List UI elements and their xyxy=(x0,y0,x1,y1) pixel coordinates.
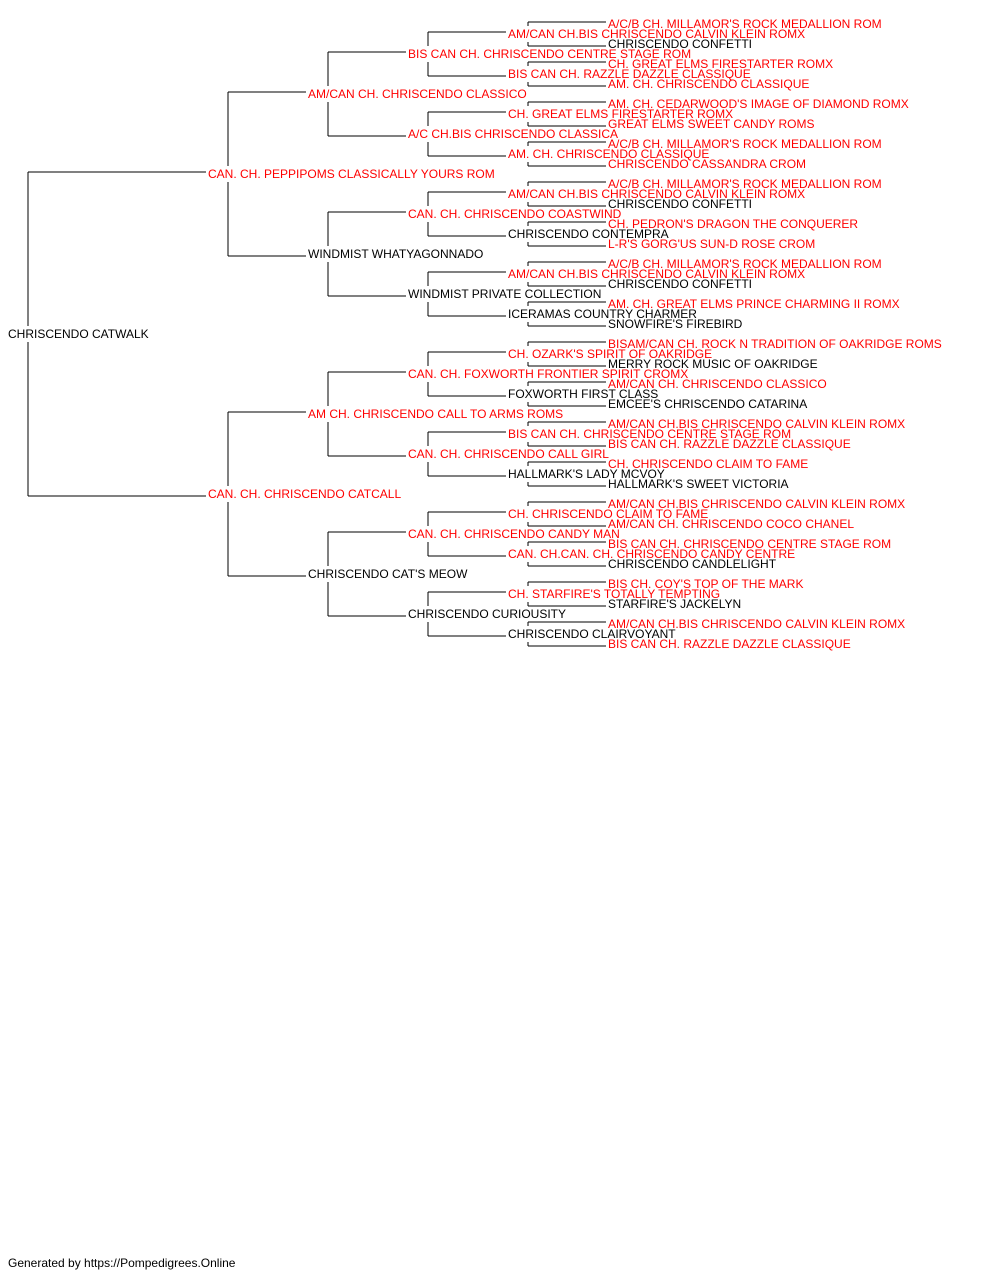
dog-name: CAN. CH. FOXWORTH FRONTIER SPIRIT CROMX xyxy=(408,367,688,381)
dog-name: AM. CH. CHRISCENDO CLASSIQUE xyxy=(508,147,709,161)
dog-name: L-R'S GORG'US SUN-D ROSE CROM xyxy=(608,237,815,251)
dog-name: A/C/B CH. MILLAMOR'S ROCK MEDALLION ROM xyxy=(608,257,882,271)
dog-name: HALLMARK'S LADY MCVOY xyxy=(508,467,665,481)
dog-name: CAN. CH.CAN. CH. CHRISCENDO CANDY CENTRE xyxy=(508,547,795,561)
dog-name: CHRISCENDO CATWALK xyxy=(8,327,149,341)
dog-name: MERRY ROCK MUSIC OF OAKRIDGE xyxy=(608,357,818,371)
dog-name: AM. CH. GREAT ELMS PRINCE CHARMING II RO… xyxy=(608,297,900,311)
dog-name: AM. CH. CEDARWOOD'S IMAGE OF DIAMOND ROM… xyxy=(608,97,909,111)
dog-name: CAN. CH. CHRISCENDO CATCALL xyxy=(208,487,401,501)
dog-name: BIS CH. COY'S TOP OF THE MARK xyxy=(608,577,803,591)
dog-name: CHRISCENDO CLAIRVOYANT xyxy=(508,627,676,641)
dog-name: CH. CHRISCENDO CLAIM TO FAME xyxy=(508,507,708,521)
footer-credit: Generated by https://Pompedigrees.Online xyxy=(8,1256,236,1270)
dog-name: CHRISCENDO CONFETTI xyxy=(608,37,752,51)
dog-name: AM CH. CHRISCENDO CALL TO ARMS ROMS xyxy=(308,407,563,421)
dog-name: BIS CAN CH. RAZZLE DAZZLE CLASSIQUE xyxy=(608,637,851,651)
dog-name: WINDMIST PRIVATE COLLECTION xyxy=(408,287,601,301)
dog-name: CAN. CH. CHRISCENDO CALL GIRL xyxy=(408,447,609,461)
dog-name: CHRISCENDO CURIOUSITY xyxy=(408,607,566,621)
dog-name: AM/CAN CH.BIS CHRISCENDO CALVIN KLEIN RO… xyxy=(508,267,805,281)
dog-name: AM/CAN CH.BIS CHRISCENDO CALVIN KLEIN RO… xyxy=(508,187,805,201)
dog-name: EMCEE'S CHRISCENDO CATARINA xyxy=(608,397,807,411)
dog-name: CHRISCENDO CONTEMPRA xyxy=(508,227,669,241)
dog-name: CAN. CH. PEPPIPOMS CLASSICALLY YOURS ROM xyxy=(208,167,495,181)
dog-name: AM. CH. CHRISCENDO CLASSIQUE xyxy=(608,77,809,91)
dog-name: BIS CAN CH. CHRISCENDO CENTRE STAGE ROM xyxy=(508,427,791,441)
dog-name: CHRISCENDO CAT'S MEOW xyxy=(308,567,468,581)
dog-name: CHRISCENDO CONFETTI xyxy=(608,277,752,291)
dog-name: WINDMIST WHATYAGONNADO xyxy=(308,247,483,261)
dog-name: A/C/B CH. MILLAMOR'S ROCK MEDALLION ROM xyxy=(608,17,882,31)
dog-name: CHRISCENDO CANDLELIGHT xyxy=(608,557,777,571)
dog-name: AM/CAN CH. CHRISCENDO CLASSICO xyxy=(308,87,527,101)
dog-name: A/C/B CH. MILLAMOR'S ROCK MEDALLION ROM xyxy=(608,177,882,191)
dog-name: CHRISCENDO CONFETTI xyxy=(608,197,752,211)
dog-name: CH. PEDRON'S DRAGON THE CONQUERER xyxy=(608,217,858,231)
dog-name: BIS CAN CH. RAZZLE DAZZLE CLASSIQUE xyxy=(608,437,851,451)
dog-name: A/C/B CH. MILLAMOR'S ROCK MEDALLION ROM xyxy=(608,137,882,151)
dog-name: CH. GREAT ELMS FIRESTARTER ROMX xyxy=(508,107,733,121)
dog-name: GREAT ELMS SWEET CANDY ROMS xyxy=(608,117,814,131)
dog-name: FOXWORTH FIRST CLASS xyxy=(508,387,658,401)
dog-name: CH. GREAT ELMS FIRESTARTER ROMX xyxy=(608,57,833,71)
dog-name: BIS CAN CH. RAZZLE DAZZLE CLASSIQUE xyxy=(508,67,751,81)
dog-name: BIS CAN CH. CHRISCENDO CENTRE STAGE ROM xyxy=(608,537,891,551)
dog-name: STARFIRE'S JACKELYN xyxy=(608,597,741,611)
dog-name: SNOWFIRE'S FIREBIRD xyxy=(608,317,743,331)
dog-name: AM/CAN CH.BIS CHRISCENDO CALVIN KLEIN RO… xyxy=(608,497,905,511)
dog-name: AM/CAN CH.BIS CHRISCENDO CALVIN KLEIN RO… xyxy=(508,27,805,41)
dog-name: BISAM/CAN CH. ROCK N TRADITION OF OAKRID… xyxy=(608,337,942,351)
dog-name: CAN. CH. CHRISCENDO COASTWIND xyxy=(408,207,622,221)
dog-name: ICERAMAS COUNTRY CHARMER xyxy=(508,307,697,321)
dog-name: CH. STARFIRE'S TOTALLY TEMPTING xyxy=(508,587,720,601)
dog-name: CH. OZARK'S SPIRIT OF OAKRIDGE xyxy=(508,347,712,361)
dog-name: AM/CAN CH.BIS CHRISCENDO CALVIN KLEIN RO… xyxy=(608,417,905,431)
dog-name: A/C CH.BIS CHRISCENDO CLASSICA xyxy=(408,127,618,141)
dog-name: CHRISCENDO CASSANDRA CROM xyxy=(608,157,806,171)
dog-name: CH. CHRISCENDO CLAIM TO FAME xyxy=(608,457,808,471)
dog-name: HALLMARK'S SWEET VICTORIA xyxy=(608,477,789,491)
dog-name: CAN. CH. CHRISCENDO CANDY MAN xyxy=(408,527,620,541)
dog-name: AM/CAN CH. CHRISCENDO COCO CHANEL xyxy=(608,517,854,531)
dog-name: AM/CAN CH. CHRISCENDO CLASSICO xyxy=(608,377,827,391)
dog-name: AM/CAN CH.BIS CHRISCENDO CALVIN KLEIN RO… xyxy=(608,617,905,631)
dog-name: BIS CAN CH. CHRISCENDO CENTRE STAGE ROM xyxy=(408,47,691,61)
